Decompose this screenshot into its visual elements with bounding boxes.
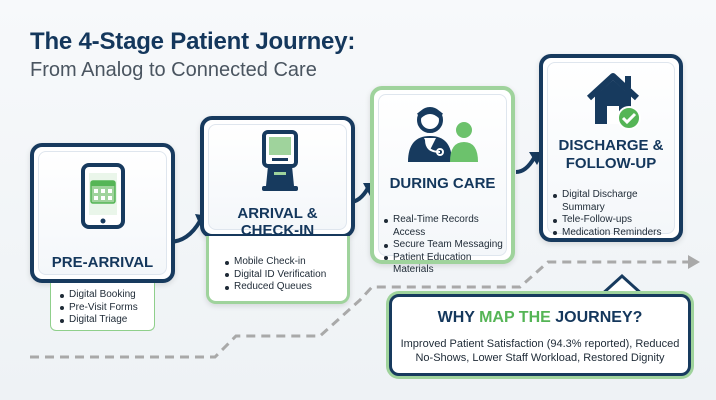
why-title: WHY MAP THE JOURNEY? (392, 309, 688, 327)
stage-title-pre-arrival: PRE-ARRIVAL (51, 254, 154, 271)
stage-title-arrival-line1: ARRIVAL & (237, 205, 318, 222)
list-item: Digital ID Verification (225, 269, 326, 282)
stage-title-arrival-line2: CHECK-IN (240, 222, 315, 239)
stage-list-arrival: Mobile Check-in Digital ID Verification … (225, 256, 326, 294)
stage-card-discharge-follow-up: DISCHARGE & FOLLOW-UP Digital Discharge … (539, 54, 683, 242)
stage-list-pre-arrival: Digital Booking Pre-Visit Forms Digital … (60, 289, 138, 327)
smartphone-calendar-icon (81, 163, 125, 229)
why-title-suffix: JOURNEY? (550, 309, 643, 326)
why-title-highlight: MAP THE (479, 309, 551, 326)
why-map-journey-box: WHY MAP THE JOURNEY? Improved Patient Sa… (389, 294, 691, 376)
list-item: Digital Booking (60, 289, 138, 302)
stage-list-during-care: Real-Time Records Access Secure Team Mes… (384, 214, 511, 277)
list-item: Tele-Follow-ups (553, 214, 679, 227)
stage-list-discharge: Digital Discharge Summary Tele-Follow-up… (553, 189, 679, 239)
list-item: Mobile Check-in (225, 256, 326, 269)
title-block: The 4-Stage Patient Journey: From Analog… (30, 28, 355, 82)
dashed-journey-path (30, 260, 690, 359)
stage-card-arrival-check-in: ARRIVAL & CHECK-IN (200, 116, 355, 239)
stage-title-during-care: DURING CARE (389, 175, 496, 192)
stage-card-during-care: DURING CARE Real-Time Records Access Sec… (370, 86, 515, 275)
list-item: Pre-Visit Forms (60, 302, 138, 315)
list-item: Digital Discharge Summary (553, 189, 679, 214)
list-item: Secure Team Messaging (384, 239, 511, 252)
why-body-text: Improved Patient Satisfaction (94.3% rep… (400, 338, 680, 364)
doctor-patient-icon (408, 107, 478, 162)
list-item: Patient Education Materials (384, 252, 511, 277)
stage-card-pre-arrival: PRE-ARRIVAL (30, 143, 175, 283)
list-item: Real-Time Records Access (384, 214, 511, 239)
stage-list-box-pre-arrival: Digital Booking Pre-Visit Forms Digital … (50, 283, 155, 331)
list-item: Medication Reminders (553, 227, 679, 240)
stage-list-card-arrival: Mobile Check-in Digital ID Verification … (206, 236, 350, 304)
check-in-kiosk-icon (262, 130, 298, 191)
dashed-path-arrowhead (688, 255, 700, 269)
why-box-pointer (596, 273, 648, 298)
stage-title-discharge-line1: DISCHARGE & (558, 137, 664, 154)
list-item: Digital Triage (60, 314, 138, 327)
page-title: The 4-Stage Patient Journey: (30, 28, 356, 55)
list-item: Reduced Queues (225, 281, 326, 294)
why-title-prefix: WHY (437, 309, 480, 326)
arrow-3-to-4 (515, 156, 536, 174)
page-subtitle: From Analog to Connected Care (30, 59, 317, 81)
house-checkmark-icon (586, 73, 641, 130)
stage-title-discharge-line2: FOLLOW-UP (565, 155, 657, 172)
